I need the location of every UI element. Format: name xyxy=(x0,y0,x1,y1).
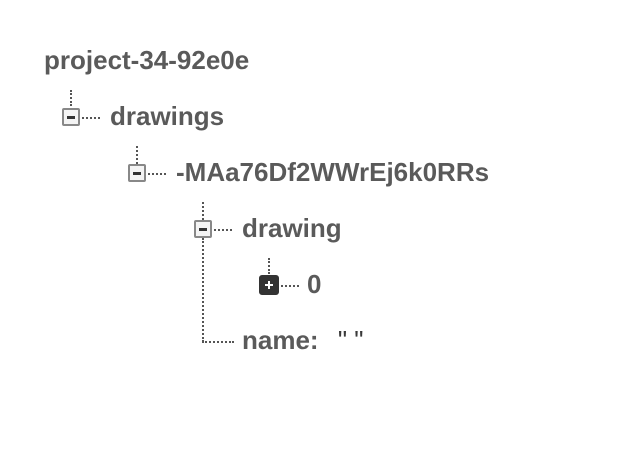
field-value[interactable]: " " xyxy=(337,325,364,355)
tree-node-drawing[interactable]: drawing xyxy=(242,213,342,243)
tree-leaf-name[interactable]: name: " " xyxy=(242,325,364,355)
expand-toggle-0[interactable] xyxy=(259,275,279,295)
collapse-toggle-drawings[interactable] xyxy=(62,108,80,126)
connector-line xyxy=(202,341,234,343)
tree-node-0[interactable]: 0 xyxy=(307,269,322,299)
tree-node-root[interactable]: project-34-92e0e xyxy=(44,45,250,75)
minus-icon xyxy=(133,172,141,175)
field-key: name: xyxy=(242,325,319,355)
connector-line xyxy=(82,117,100,119)
connector-line xyxy=(281,285,299,287)
minus-icon xyxy=(199,228,207,231)
collapse-toggle-entry[interactable] xyxy=(128,164,146,182)
connector-line xyxy=(268,258,270,274)
connector-line xyxy=(148,173,166,175)
minus-icon xyxy=(67,116,75,119)
collapse-toggle-drawing[interactable] xyxy=(194,220,212,238)
tree-node-entry[interactable]: -MAa76Df2WWrEj6k0RRs xyxy=(176,157,490,187)
connector-line xyxy=(214,229,232,231)
connector-line xyxy=(202,238,204,342)
connector-line xyxy=(136,146,138,164)
connector-line xyxy=(202,202,204,220)
connector-line xyxy=(70,90,72,106)
tree-node-drawings[interactable]: drawings xyxy=(110,101,225,131)
